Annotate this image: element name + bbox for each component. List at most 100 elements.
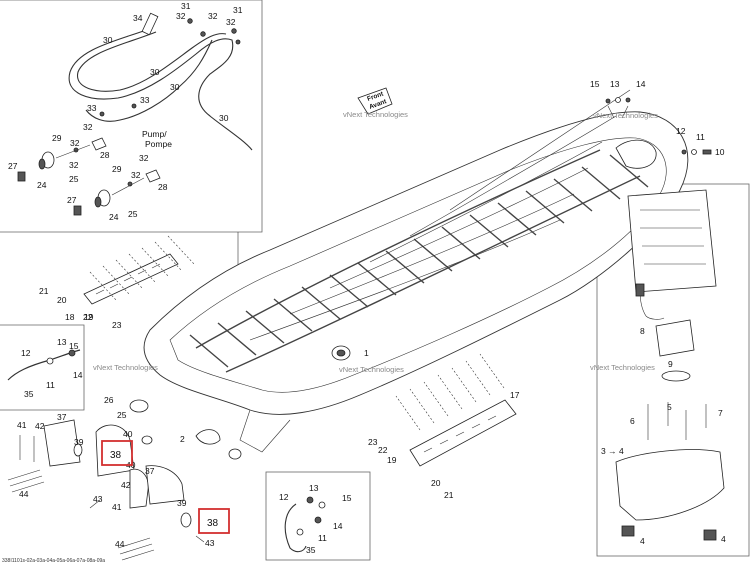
cable-inset [7, 349, 81, 381]
callout-number: 11 [318, 533, 327, 543]
washer-11 [691, 149, 697, 155]
plate-37a [43, 419, 81, 467]
callout-number: 13 [57, 337, 67, 347]
callout-number: 29 [112, 164, 122, 174]
callout-number: 28 [158, 182, 168, 192]
bolt-leader [451, 367, 477, 403]
callout-number: 15 [342, 493, 352, 503]
leader-row2 [111, 177, 145, 196]
intake-40a [95, 424, 135, 477]
callout-number: 8 [640, 326, 645, 336]
inset-top-left-frame [0, 0, 263, 233]
callout-number: 30 [170, 82, 180, 92]
callout-number: 43 [93, 494, 103, 504]
hose-assembly [17, 12, 253, 216]
callout-number: 5 [667, 402, 672, 412]
ecm-box [627, 189, 717, 293]
callout-number: 32 [208, 11, 218, 21]
hull-stringer [369, 141, 603, 263]
valve-24b [94, 196, 102, 208]
valve-24a [38, 158, 46, 170]
callout-number: 26 [104, 395, 114, 405]
highlight-callout: 38 [207, 518, 219, 529]
plate-37b [145, 465, 185, 505]
washer-14b [625, 97, 631, 103]
callout-number: 23 [368, 437, 378, 447]
hull-rib [217, 322, 257, 356]
callout-number: 42 [121, 480, 131, 490]
bow-fasteners [605, 97, 712, 155]
hull-ribs [189, 89, 649, 368]
inset-bottom-detail-frame [265, 471, 371, 561]
hull-rib [581, 166, 621, 200]
clamp-32b [235, 39, 241, 45]
inset-left-middle-frame [0, 324, 85, 411]
callout-number: 41 [17, 420, 27, 430]
callout-number: 30 [219, 113, 229, 123]
grille-left-slots [95, 263, 161, 295]
front-arrow [357, 87, 393, 115]
callout-number: 24 [37, 180, 47, 190]
callout-number: 18 [65, 312, 75, 322]
highlight-box [101, 440, 133, 466]
callout-number: 43 [205, 538, 215, 548]
pad-4b [703, 529, 717, 541]
highlight-box [198, 508, 230, 534]
callout-number: 4 [640, 536, 645, 546]
nut-15 [605, 98, 611, 104]
callout-number: 32 [226, 17, 236, 27]
clamp-32a [200, 31, 206, 37]
callout-number: 27 [67, 195, 77, 205]
callout-number: 25 [128, 209, 138, 219]
cap-27a [17, 171, 26, 182]
bracket-2 [195, 429, 221, 445]
callout-number: 30 [150, 67, 160, 77]
callout-number: 33 [87, 103, 97, 113]
hull-rib [413, 238, 453, 272]
ecm-wire [639, 289, 665, 320]
callout-number: 22 [378, 445, 388, 455]
stern-parts [7, 345, 351, 561]
callout-number: 10 [715, 147, 725, 157]
pompe-label: Pompe [145, 139, 172, 149]
hull-stringer [329, 167, 589, 289]
drain-plug-1-core [336, 349, 346, 357]
callout-number: 37 [145, 466, 155, 476]
bolt-leader [423, 381, 449, 417]
callout-number: 12 [279, 492, 289, 502]
callout-number: 13 [610, 79, 620, 89]
clamp-31a [187, 18, 193, 24]
watermark-text: vNext Technologies [93, 363, 158, 372]
hose-line-1 [68, 27, 253, 151]
callout-number: 42 [35, 421, 45, 431]
detail-washer-14 [314, 516, 322, 524]
callout-number: 39 [177, 498, 187, 508]
clamp-31b [231, 28, 237, 34]
hull-rib [273, 298, 313, 332]
callout-number: 32 [131, 170, 141, 180]
callout-number: 21 [39, 286, 49, 296]
pad-4a [621, 525, 635, 537]
callout-number: 19 [84, 312, 94, 322]
callout-number: 20 [431, 478, 441, 488]
diagram-id-footer: 338I1101s-02a-03a-04a-05a-06a-07a-08a-09… [2, 558, 105, 564]
mount-plate-3 [615, 449, 725, 521]
clamp-33b [99, 111, 105, 117]
bolt-leader [395, 395, 421, 431]
pump-label: Pump/ [142, 129, 167, 139]
callout-number: 34 [133, 13, 143, 23]
callout-number: 24 [109, 212, 119, 222]
hull-rib [525, 190, 565, 224]
keel-rail-2 [225, 175, 641, 373]
callout-number: 27 [8, 161, 18, 171]
intake-40b [129, 468, 149, 509]
screws-43 [89, 499, 205, 543]
bolt-grid-right [395, 353, 505, 431]
detail-nut-13 [306, 496, 314, 504]
callout-number: 35 [306, 545, 316, 555]
callout-number: 33 [140, 95, 150, 105]
clamp-33a [131, 103, 137, 109]
